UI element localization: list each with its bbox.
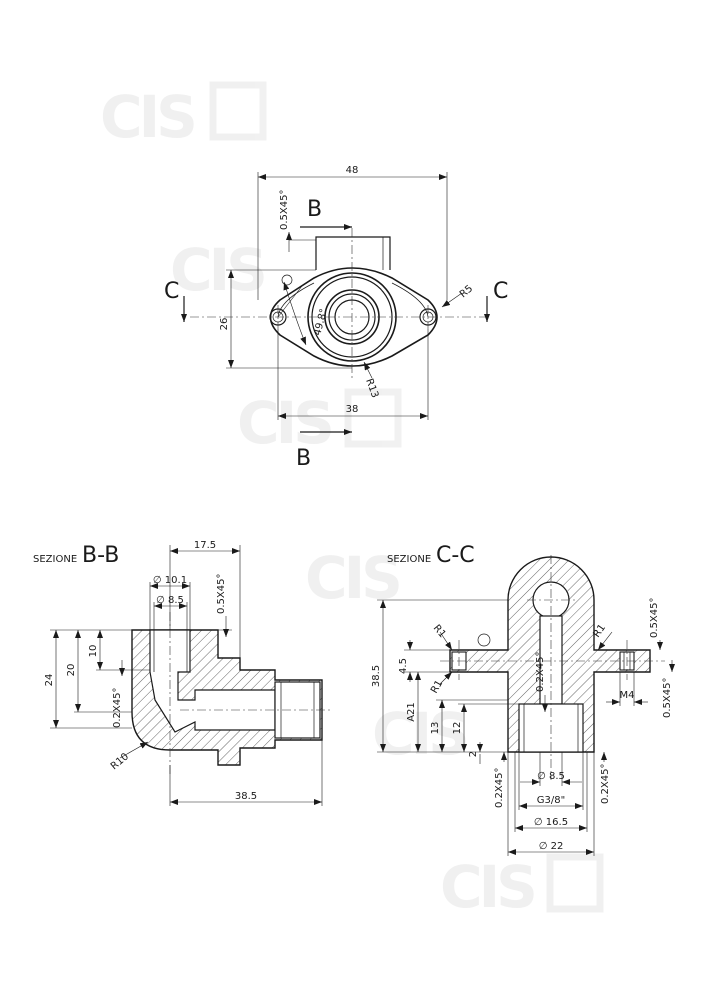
dim-cc-chamfer-l: 0.2X45° (494, 768, 505, 808)
dim-cc-g38: G3/8" (537, 795, 565, 806)
section-letter-c-right: C (493, 279, 508, 304)
dim-bb-d8-5: ∅ 8.5 (156, 595, 184, 606)
dim-cc-h12: 12 (452, 722, 463, 735)
dim-r5: R5 (458, 283, 475, 300)
dim-cc-h38-5: 38.5 (371, 665, 382, 687)
dim-bb-chamfer2: 0.2X45° (112, 688, 123, 728)
dim-hole-spacing: 38 (346, 404, 359, 415)
dim-cc-chamfer-tr: 0.5X45° (649, 598, 660, 638)
watermark-logo: CIS (372, 700, 470, 768)
top-view: 48 0.5X45° 26 38 49.8° R5 R13 B B C (164, 165, 508, 471)
section-cc-name: C-C (436, 543, 475, 568)
dim-angle: 49.8° (312, 308, 330, 337)
svg-text:CIS: CIS (440, 853, 534, 921)
watermark-logo: CIS (100, 81, 267, 151)
section-b-b: SEZIONE B-B 17.5 ∅ 10.1 ∅ 8.5 0.5X4 (33, 540, 330, 806)
section-letter-b-bottom: B (296, 446, 311, 471)
dim-cc-d8-5: ∅ 8.5 (537, 771, 565, 782)
svg-text:CIS: CIS (305, 544, 399, 612)
dim-width: 48 (346, 165, 359, 176)
dim-height: 26 (219, 318, 230, 331)
dim-bb-17-5: 17.5 (194, 540, 216, 551)
svg-text:CIS: CIS (372, 700, 466, 768)
dim-bb-r10: R10 (109, 751, 131, 772)
dim-cc-chamfer-br: 0.2X45° (600, 764, 611, 804)
svg-text:CIS: CIS (237, 389, 331, 457)
dim-cc-chamfer-r: 0.5X45° (662, 678, 673, 718)
dim-cc-h2: 2 (468, 751, 479, 757)
dim-bb-d10-1: ∅ 10.1 (153, 575, 187, 586)
dim-cc-chamfer-c: 0.2X45° (535, 652, 546, 692)
section-bb-prefix: SEZIONE (33, 554, 77, 565)
section-letter-c-left: C (164, 279, 179, 304)
dim-bb-l38-5: 38.5 (235, 791, 257, 802)
dim-cc-h13: 13 (430, 722, 441, 735)
section-bb-name: B-B (82, 543, 119, 568)
watermark-logo: CIS (237, 388, 402, 457)
dim-bb-h10: 10 (88, 645, 99, 658)
dim-bb-h20: 20 (66, 664, 77, 677)
svg-text:CIS: CIS (100, 83, 194, 151)
dim-cc-a21: A21 (406, 702, 417, 722)
section-cc-prefix: SEZIONE (387, 554, 431, 565)
dim-cc-h4-5: 4.5 (398, 658, 409, 674)
dim-bb-chamfer: 0.5X45° (216, 574, 227, 614)
dim-cc-m4: M4 (620, 690, 635, 701)
dim-chamfer: 0.5X45° (279, 190, 290, 230)
dim-cc-d22: ∅ 22 (539, 841, 564, 852)
section-c-c: SEZIONE C-C 38.5 R1 R1 R1 (371, 543, 675, 856)
dim-r13: R13 (363, 377, 380, 399)
section-letter-b-top: B (307, 197, 322, 222)
dim-bb-h24: 24 (44, 674, 55, 687)
dim-cc-d16-5: ∅ 16.5 (534, 817, 568, 828)
dim-cc-r1-a: R1 (431, 623, 448, 640)
watermark-logo: CIS (440, 853, 604, 921)
watermark-logo: CIS (305, 544, 403, 612)
